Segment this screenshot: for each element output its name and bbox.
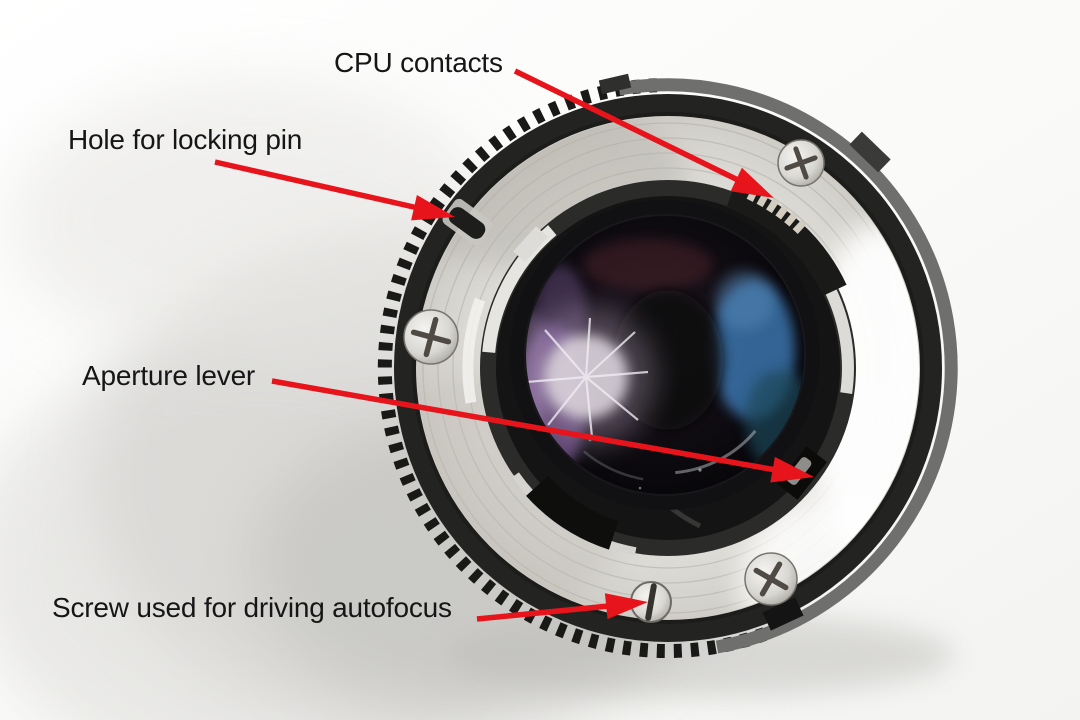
arrow-locking-pin (214, 159, 455, 221)
locking-pin-hole (442, 198, 493, 246)
starburst-rays (526, 317, 649, 438)
arrow-af-screw (476, 593, 648, 622)
bayonet-tab-top-left (513, 226, 548, 263)
knurled-grip-teeth (377, 78, 768, 659)
smooth-rim-right (617, 78, 958, 654)
annotation-arrows (214, 68, 814, 622)
mount-screw-top-right (777, 139, 825, 187)
lens-body (377, 73, 958, 659)
label-af-screw: Screw used for driving autofocus (52, 592, 452, 623)
rim-step-top (598, 73, 632, 95)
arrow-aperture-lever (271, 378, 814, 483)
mount-screw-left (403, 309, 459, 365)
bayonet-lug-right (825, 289, 854, 394)
rim-tab-bottom-right (762, 597, 804, 631)
rim-step-top-right (849, 131, 891, 173)
glass-reflections (526, 239, 804, 490)
label-locking-pin: Hole for locking pin (68, 124, 303, 155)
cpu-contact-plate (726, 182, 847, 296)
label-aperture-lever: Aperture lever (82, 360, 256, 391)
arrow-cpu-contacts (513, 68, 774, 198)
rear-glass-element (510, 200, 820, 510)
bayonet-tab-bottom (526, 475, 619, 550)
mount-screw-bottom-right (744, 552, 798, 606)
label-cpu-contacts: CPU contacts (334, 47, 503, 78)
